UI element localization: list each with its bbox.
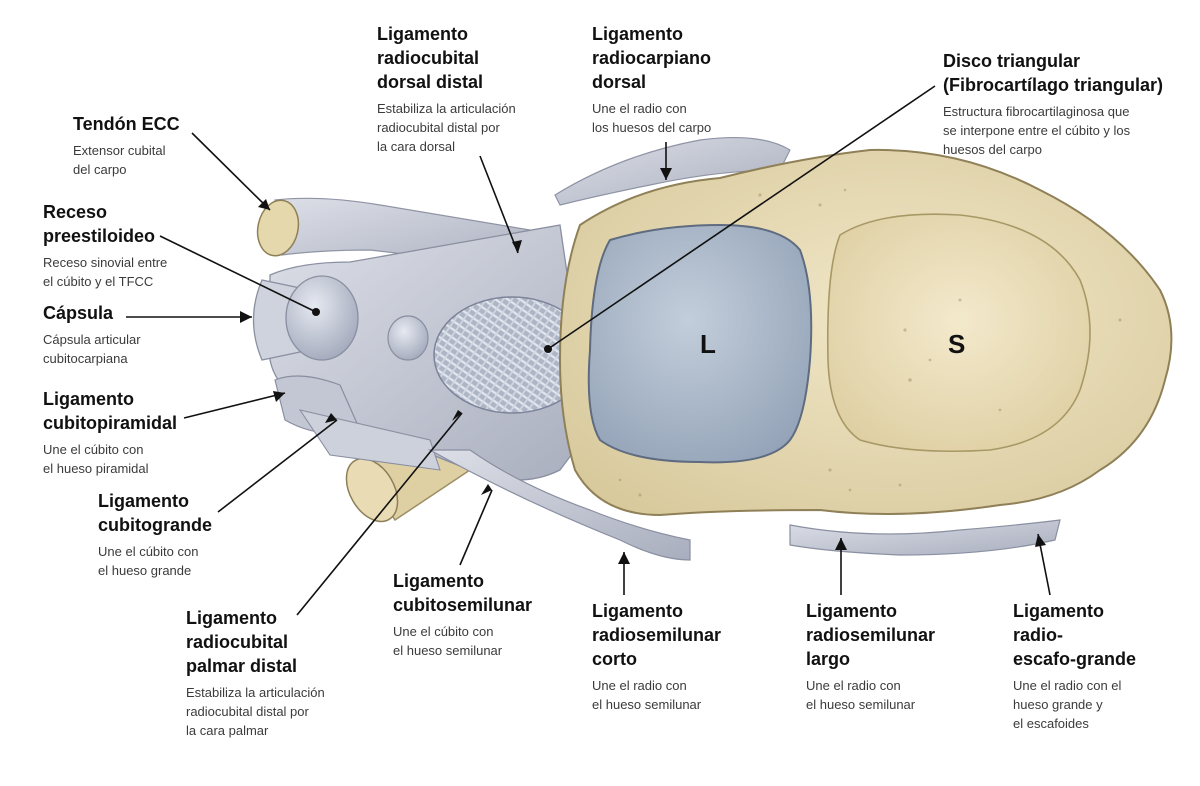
short-radiolunate-band — [427, 449, 691, 561]
ulnocapitate-band — [298, 409, 441, 471]
prestyloid-recess — [285, 275, 359, 361]
scaphoid-fossa — [826, 213, 1091, 453]
leader-arrowheads — [240, 168, 1046, 564]
lunate-letter: L — [700, 329, 716, 359]
label-title: Disco triangular(Fibrocartílago triangul… — [943, 51, 1164, 95]
label-title: Tendón ECC — [73, 114, 180, 134]
label-disco-triangular: Disco triangular(Fibrocartílago triangul… — [943, 49, 1163, 159]
small-recess — [387, 315, 429, 361]
long-radiolunate-band — [789, 519, 1061, 556]
scaphoid-letter: S — [948, 329, 966, 359]
label-title: Cápsula — [43, 303, 114, 323]
dorsal-radiocarpal-band — [554, 136, 791, 206]
